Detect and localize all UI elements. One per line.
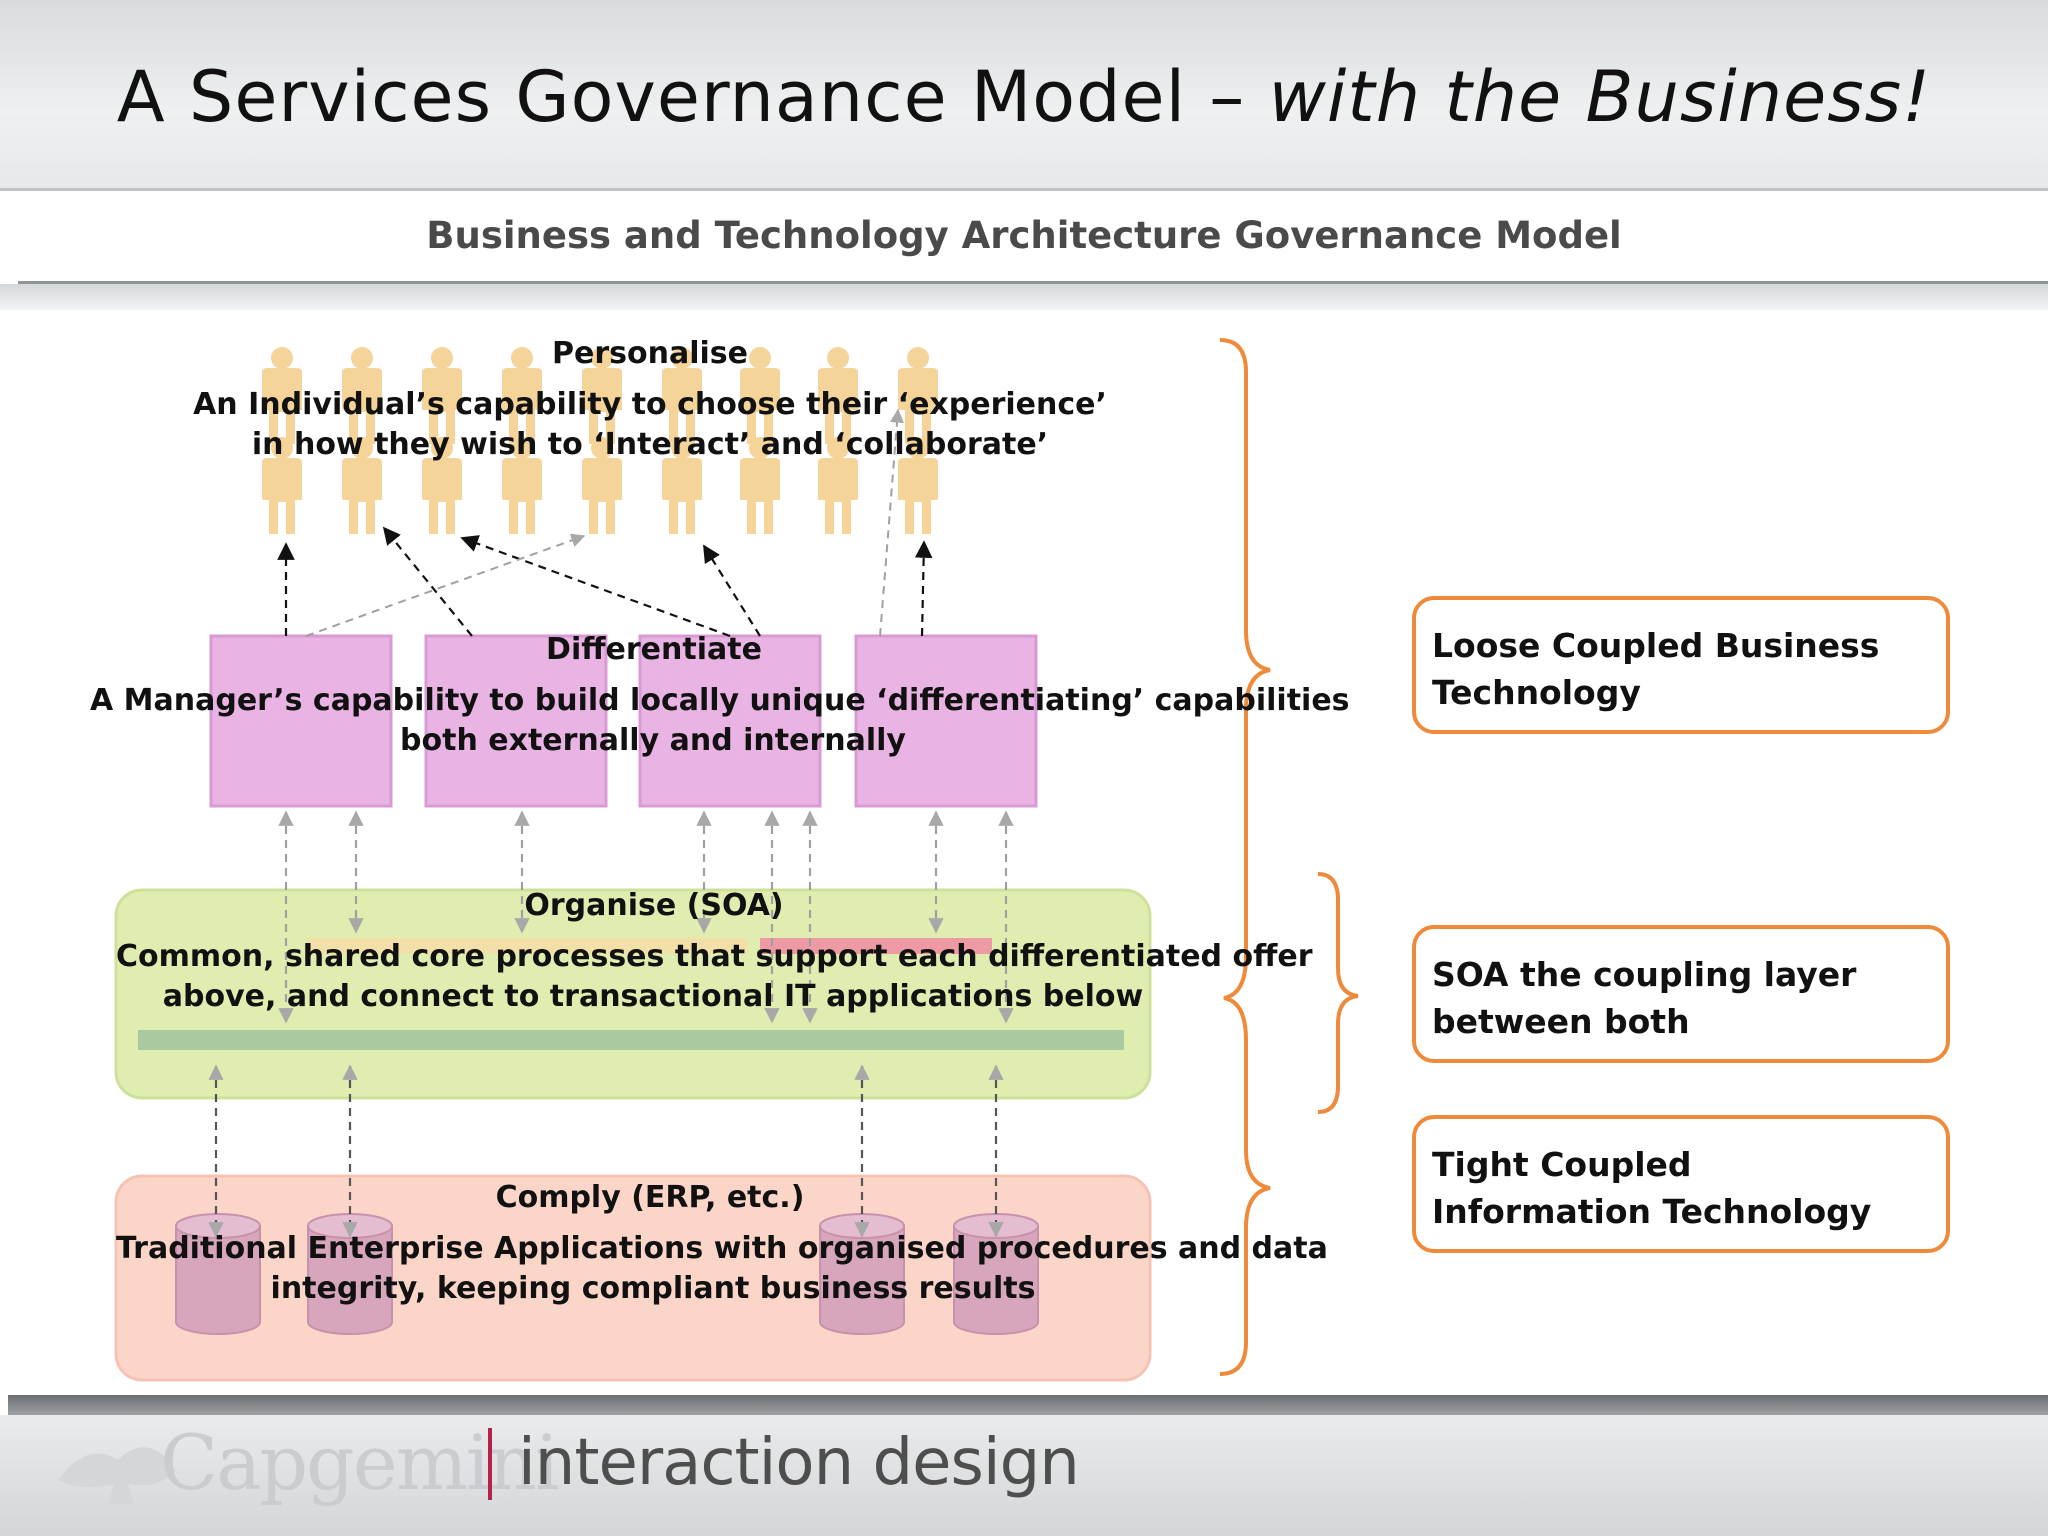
subtitle-band (0, 191, 2048, 281)
capgemini-spade-icon (58, 1447, 176, 1504)
personalise-arrows (277, 526, 933, 638)
governance-diagram (114, 338, 1359, 1382)
personalise-line-2: in how they wish to ‘Interact’ and ‘coll… (251, 427, 1049, 462)
differentiate-line-2: both externally and internally (400, 723, 906, 758)
comply-heading: Comply (ERP, etc.) (495, 1180, 805, 1215)
footer-logo-divider (488, 1428, 492, 1500)
slide-subtitle: Business and Technology Architecture Gov… (426, 214, 1622, 257)
footer-band (0, 1415, 2048, 1536)
organise-arrows (278, 810, 1014, 1024)
comply-panel (114, 1174, 1152, 1382)
soa-coupling-box: SOA the coupling layer between both (1412, 925, 1950, 1063)
subtitle-divider (18, 281, 2048, 284)
organise-panel (114, 888, 1152, 1100)
subtitle-shade (0, 284, 2048, 310)
personalise-grey-arrows (305, 408, 904, 637)
personalise-line-1: An Individual’s capability to choose the… (193, 387, 1107, 422)
tight-coupled-label: Tight Coupled Information Technology (1432, 1145, 1872, 1231)
title-band (0, 0, 2048, 191)
personalise-heading: Personalise (552, 336, 748, 371)
interaction-design-tagline: interaction design (518, 1426, 1080, 1500)
tight-coupled-box: Tight Coupled Information Technology (1412, 1115, 1950, 1253)
comply-arrows (208, 1064, 1004, 1238)
differentiate-box (638, 634, 822, 808)
loose-coupled-label: Loose Coupled Business Technology (1432, 626, 1880, 712)
comply-line-2: integrity, keeping compliant business re… (270, 1271, 1036, 1306)
differentiate-box (854, 634, 1038, 808)
organise-line-1: Common, shared core processes that suppo… (116, 939, 1313, 974)
differentiate-boxes (209, 634, 1038, 808)
differentiate-box (424, 634, 608, 808)
slide-title: A Services Governance Model – with the B… (116, 56, 1932, 138)
curly-brace (1317, 872, 1359, 1114)
organise-heading: Organise (SOA) (524, 888, 784, 923)
organise-line-2: above, and connect to transactional IT a… (162, 979, 1144, 1014)
soa-coupling-label: SOA the coupling layer between both (1432, 955, 1857, 1041)
loose-coupled-box: Loose Coupled Business Technology (1412, 596, 1950, 734)
capgemini-brand: Capgemini (160, 1418, 559, 1507)
comply-line-1: Traditional Enterprise Applications with… (116, 1231, 1328, 1266)
differentiate-line-1: A Manager’s capability to build locally … (90, 683, 1350, 718)
differentiate-heading: Differentiate (546, 632, 762, 667)
curly-brace (1219, 338, 1271, 1376)
differentiate-box (209, 634, 393, 808)
footer-divider (8, 1395, 2048, 1415)
